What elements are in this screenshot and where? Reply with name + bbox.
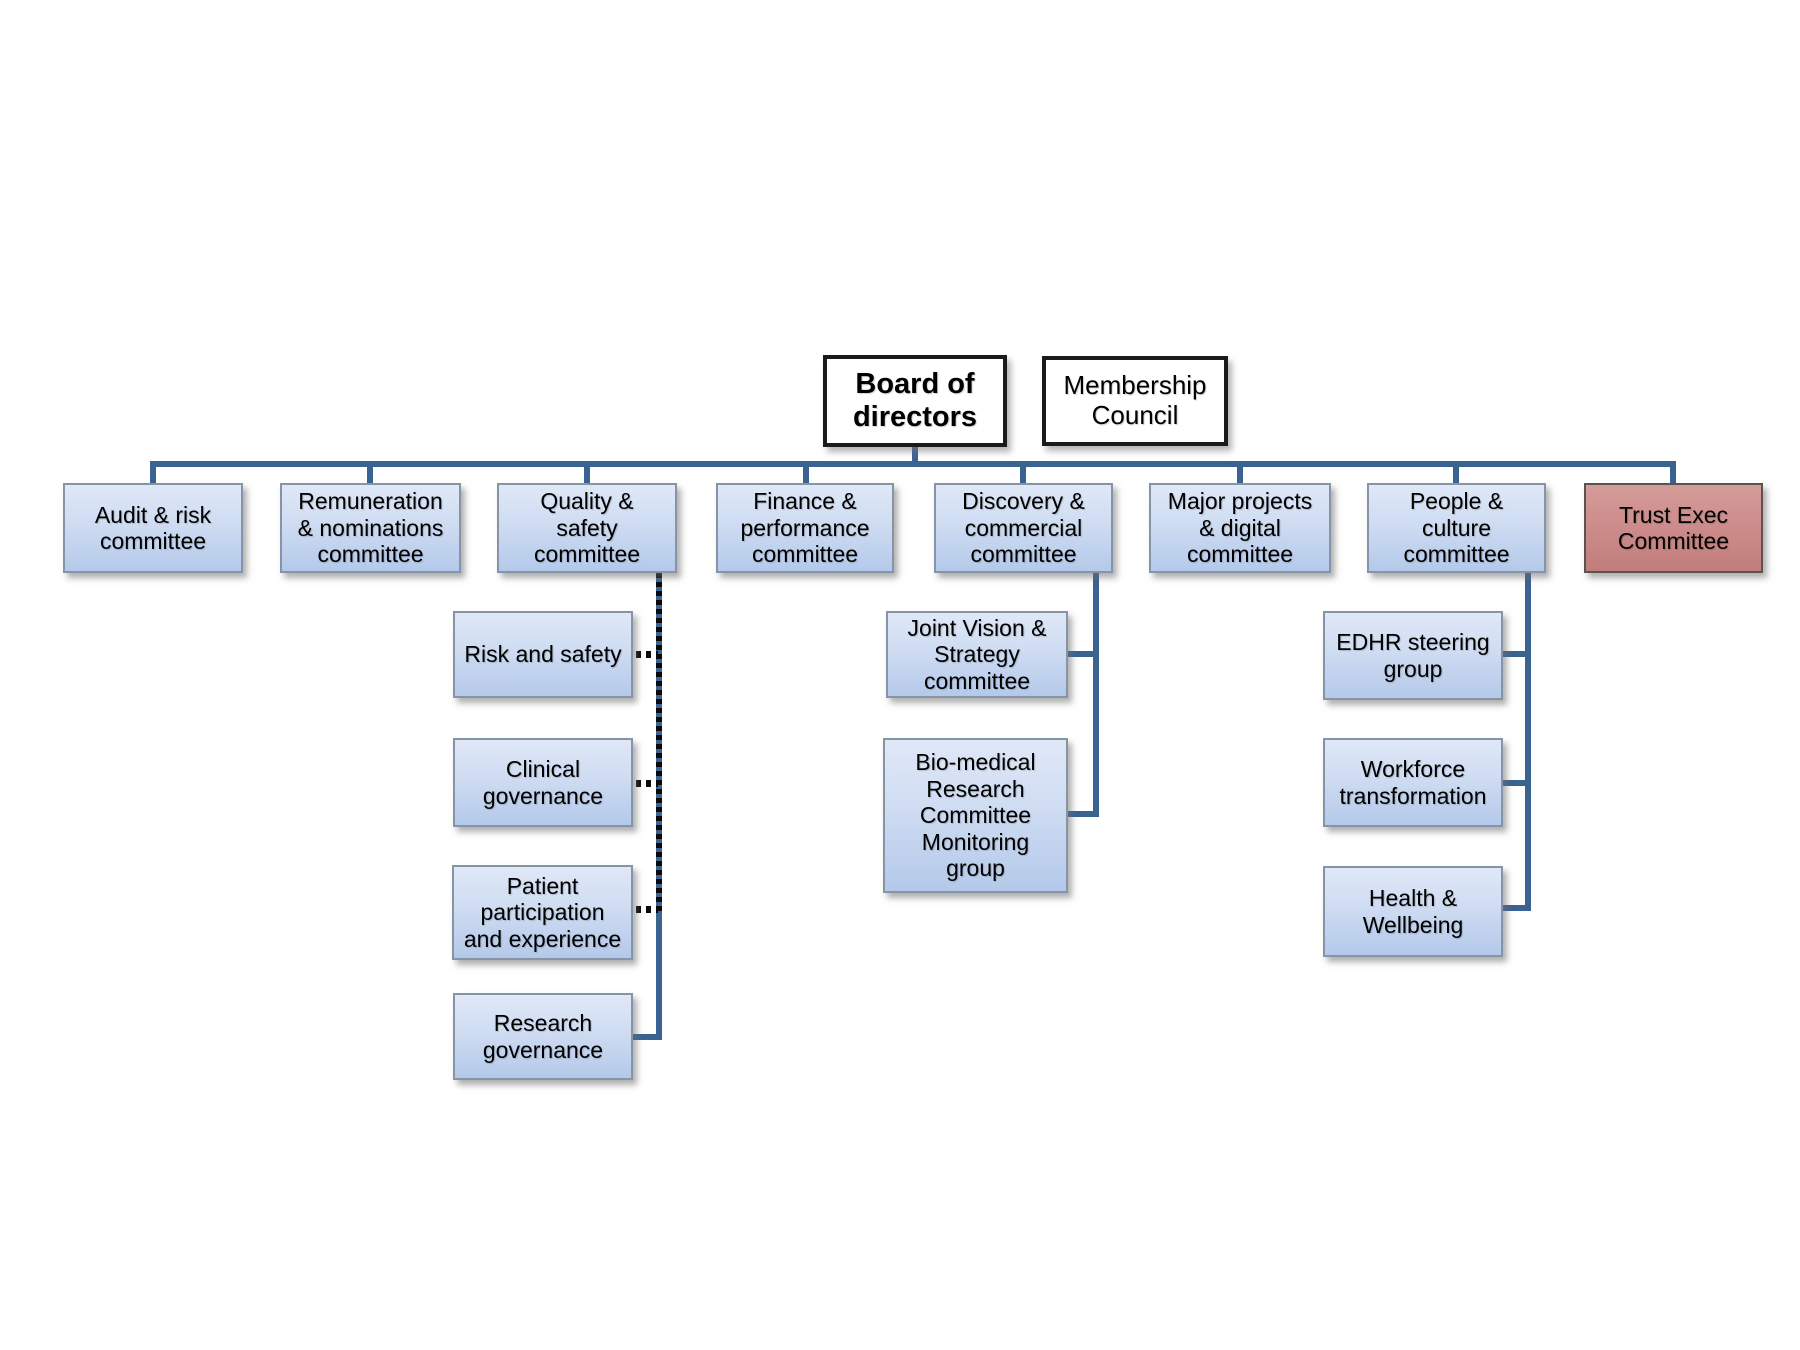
stub-joint-vision <box>1068 651 1093 657</box>
node-edhr-steering-group: EDHR steering group <box>1323 611 1503 700</box>
node-major-projects-digital-committee: Major projects & digital committee <box>1149 483 1331 573</box>
node-research-governance: Research governance <box>453 993 633 1080</box>
node-remuneration-nominations-committee: Remuneration & nominations committee <box>280 483 461 573</box>
connector-rail-to-discovery <box>1020 464 1026 483</box>
stub-workforce-transformation <box>1503 780 1525 786</box>
dotted-stub-patient-participation <box>636 906 658 913</box>
elbow-biomedical-group <box>1068 811 1099 817</box>
connector-rail-to-audit <box>150 461 156 483</box>
node-workforce-transformation: Workforce transformation <box>1323 738 1503 827</box>
node-patient-participation-experience: Patient participation and experience <box>452 865 633 960</box>
node-joint-vision-strategy-committee: Joint Vision & Strategy committee <box>886 611 1068 698</box>
people-branch-vertical-line <box>1525 573 1531 911</box>
node-risk-and-safety: Risk and safety <box>453 611 633 698</box>
connector-rail-to-trust-exec <box>1670 461 1676 483</box>
node-finance-performance-committee: Finance & performance committee <box>716 483 894 573</box>
node-audit-risk-committee: Audit & risk committee <box>63 483 243 573</box>
elbow-research-governance <box>633 1034 662 1040</box>
node-board-of-directors: Board of directors <box>823 355 1007 447</box>
quality-branch-dashed-overlay <box>656 573 662 914</box>
node-membership-council: Membership Council <box>1042 356 1228 446</box>
connector-rail-to-major-projects <box>1237 464 1243 483</box>
node-quality-safety-committee: Quality & safety committee <box>497 483 677 573</box>
elbow-health-wellbeing <box>1503 905 1531 911</box>
connector-rail-to-quality <box>584 464 590 483</box>
discovery-branch-vertical-line <box>1093 573 1099 817</box>
connector-board-to-rail <box>912 447 918 467</box>
node-biomedical-research-monitoring-group: Bio-medical Research Committee Monitorin… <box>883 738 1068 893</box>
stub-edhr-steering <box>1503 651 1525 657</box>
node-discovery-commercial-committee: Discovery & commercial committee <box>934 483 1113 573</box>
dotted-stub-risk-and-safety <box>636 651 658 658</box>
connector-rail-to-people <box>1453 464 1459 483</box>
connector-rail-to-finance <box>803 464 809 483</box>
node-trust-exec-committee: Trust Exec Committee <box>1584 483 1763 573</box>
node-people-culture-committee: People & culture committee <box>1367 483 1546 573</box>
node-health-wellbeing: Health & Wellbeing <box>1323 866 1503 957</box>
dotted-stub-clinical-governance <box>636 780 658 787</box>
connector-rail-to-remuneration <box>367 464 373 483</box>
node-clinical-governance: Clinical governance <box>453 738 633 827</box>
